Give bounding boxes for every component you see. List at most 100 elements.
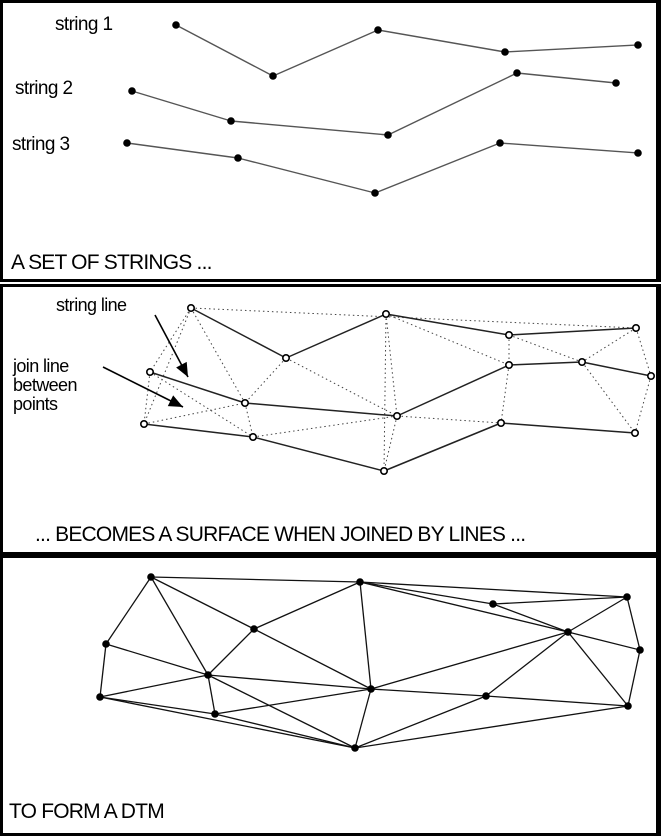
surface-point bbox=[496, 419, 505, 428]
join-line bbox=[383, 415, 398, 472]
dtm-edge bbox=[567, 631, 629, 707]
panel-dtm: TO FORM A DTM bbox=[0, 555, 661, 836]
dtm-edge bbox=[359, 581, 372, 690]
dtm-drawing bbox=[96, 573, 644, 752]
join-line bbox=[143, 371, 151, 425]
string-3-segment bbox=[499, 142, 639, 154]
dtm-edge bbox=[207, 674, 356, 749]
string-line-3 bbox=[500, 422, 636, 434]
dtm-point bbox=[367, 685, 375, 693]
join-line bbox=[252, 415, 398, 438]
string-line-2 bbox=[149, 371, 246, 404]
strings-drawing bbox=[123, 21, 642, 197]
string-line-1 bbox=[508, 327, 637, 336]
string-line-3 bbox=[252, 436, 385, 472]
surface-point bbox=[577, 358, 586, 367]
string-1-segment bbox=[377, 29, 506, 53]
string-line-3 bbox=[383, 422, 502, 472]
join-line-arrow-head bbox=[167, 395, 183, 407]
string-1-segment bbox=[272, 29, 379, 77]
panel-surface: string line join line between points ...… bbox=[0, 284, 661, 555]
join-line bbox=[581, 327, 637, 363]
dtm-edge bbox=[567, 596, 628, 633]
string-3-label: string 3 bbox=[12, 134, 70, 155]
string-2-point bbox=[128, 87, 136, 95]
string-1-label: string 1 bbox=[55, 14, 113, 35]
join-line bbox=[244, 357, 287, 404]
string-line-1 bbox=[385, 313, 510, 336]
surface-drawing bbox=[102, 303, 655, 476]
dtm-edge bbox=[150, 576, 255, 630]
string-line-arrow-head bbox=[176, 361, 188, 377]
surface-point bbox=[646, 372, 655, 381]
string-3-point bbox=[123, 139, 131, 147]
dtm-point bbox=[351, 744, 359, 752]
string-line-2 bbox=[508, 361, 583, 366]
string-3-point bbox=[634, 149, 642, 157]
surface-point bbox=[281, 354, 290, 363]
string-2-point bbox=[513, 69, 521, 77]
string-1-segment bbox=[504, 44, 639, 53]
string-3-segment bbox=[374, 142, 501, 194]
surface-point bbox=[241, 399, 250, 408]
string-1-point bbox=[634, 41, 642, 49]
dtm-edge bbox=[253, 628, 372, 690]
dtm-point bbox=[147, 573, 155, 581]
string-2-point bbox=[227, 117, 235, 125]
dtm-point bbox=[623, 593, 631, 601]
join-line-arrow-shaft bbox=[102, 366, 184, 408]
join-line-annotation-line-1: join line bbox=[13, 356, 69, 376]
dtm-edge bbox=[359, 581, 628, 598]
dtm-point bbox=[250, 625, 258, 633]
string-2-segment bbox=[230, 120, 389, 136]
string-line-2 bbox=[396, 364, 510, 417]
join-line-annotation-line-2: between bbox=[13, 375, 77, 395]
string-2-point bbox=[612, 79, 620, 87]
join-line-annotation-line-3: points bbox=[13, 394, 58, 414]
string-2-segment bbox=[131, 90, 232, 122]
dtm-edge bbox=[99, 696, 356, 749]
string-1-segment bbox=[175, 24, 274, 77]
string-3-point bbox=[496, 139, 504, 147]
surface-point bbox=[631, 323, 640, 332]
panel-set-of-strings: string 1 string 2 string 3 A SET OF STRI… bbox=[0, 0, 661, 282]
dtm-edge bbox=[354, 695, 487, 749]
string-line-2 bbox=[244, 402, 398, 417]
dtm-point bbox=[482, 692, 490, 700]
dtm-point bbox=[96, 693, 104, 701]
dtm-edge bbox=[99, 674, 209, 698]
dtm-edge bbox=[253, 581, 361, 630]
join-line bbox=[500, 364, 510, 424]
panel1-caption: A SET OF STRINGS ... bbox=[11, 251, 212, 274]
dtm-edge bbox=[214, 713, 356, 749]
string-line-2 bbox=[581, 361, 652, 377]
join-line bbox=[385, 313, 398, 417]
surface-point bbox=[381, 309, 390, 318]
dtm-point bbox=[204, 671, 212, 679]
dtm-point bbox=[564, 628, 572, 636]
string-1-point bbox=[374, 26, 382, 34]
surface-point bbox=[187, 303, 196, 312]
dtm-edge bbox=[370, 688, 487, 697]
string-line-1 bbox=[285, 313, 387, 359]
dtm-edge bbox=[354, 705, 629, 749]
string-2-segment bbox=[387, 72, 518, 136]
dtm-edge bbox=[485, 631, 569, 697]
join-line bbox=[143, 402, 246, 425]
dtm-edge bbox=[105, 643, 209, 676]
string-2-segment bbox=[516, 72, 617, 84]
join-line bbox=[143, 307, 192, 425]
surface-point bbox=[504, 330, 513, 339]
join-line bbox=[396, 415, 502, 424]
dtm-edge bbox=[99, 643, 107, 698]
dtm-edge bbox=[626, 596, 641, 651]
string-2-label: string 2 bbox=[15, 78, 73, 99]
string-2-point bbox=[384, 131, 392, 139]
string-1-point bbox=[269, 72, 277, 80]
string-3-point bbox=[234, 154, 242, 162]
dtm-edge bbox=[207, 674, 372, 690]
dtm-edge bbox=[359, 581, 494, 605]
dtm-point bbox=[211, 710, 219, 718]
surface-point bbox=[249, 433, 258, 442]
join-line bbox=[190, 307, 246, 404]
